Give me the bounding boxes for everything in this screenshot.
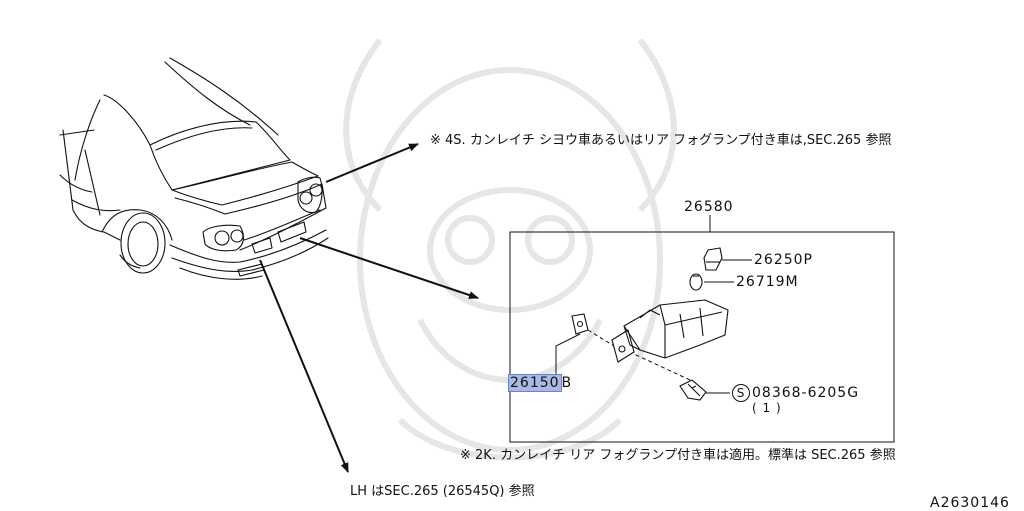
leader-bracket [555, 333, 581, 376]
arrow-top-note [325, 143, 419, 183]
fog-lamp-assembly [611, 299, 729, 363]
bracket-dash-line [587, 329, 615, 347]
label-screw-number: 08368-6205G [752, 385, 860, 401]
detail-box [509, 231, 895, 443]
label-screw-qty: ( 1 ) [752, 401, 782, 415]
bulb [703, 247, 723, 271]
figure-id: A2630146 [930, 495, 1010, 511]
bracket [571, 313, 589, 335]
label-bracket-suffix: B [561, 375, 573, 391]
label-bulb[interactable]: 26250P [754, 252, 813, 268]
car-illustration [59, 57, 329, 280]
bulb-socket [689, 273, 703, 291]
label-bracket-number: 26150 [508, 374, 562, 392]
arrow-detail-box [299, 237, 479, 299]
callout-arrows [259, 143, 479, 473]
label-socket[interactable]: 26719M [736, 274, 799, 290]
label-assembly[interactable]: 26580 [684, 199, 734, 215]
screw-dash-line [633, 353, 691, 381]
note-bottom: ※ 2K. カンレイチ リア フォグランプ付き車は適用。標準は SEC.265 … [460, 448, 896, 463]
note-lh: LH はSEC.265 (26545Q) 参照 [350, 484, 535, 499]
screw [679, 379, 707, 401]
note-top: ※ 4S. カンレイチ シヨウ車あるいはリア フォグランプ付き車は,SEC.26… [430, 133, 892, 148]
screw-standard-symbol: S [732, 384, 750, 402]
arrow-lh-note [259, 259, 349, 473]
